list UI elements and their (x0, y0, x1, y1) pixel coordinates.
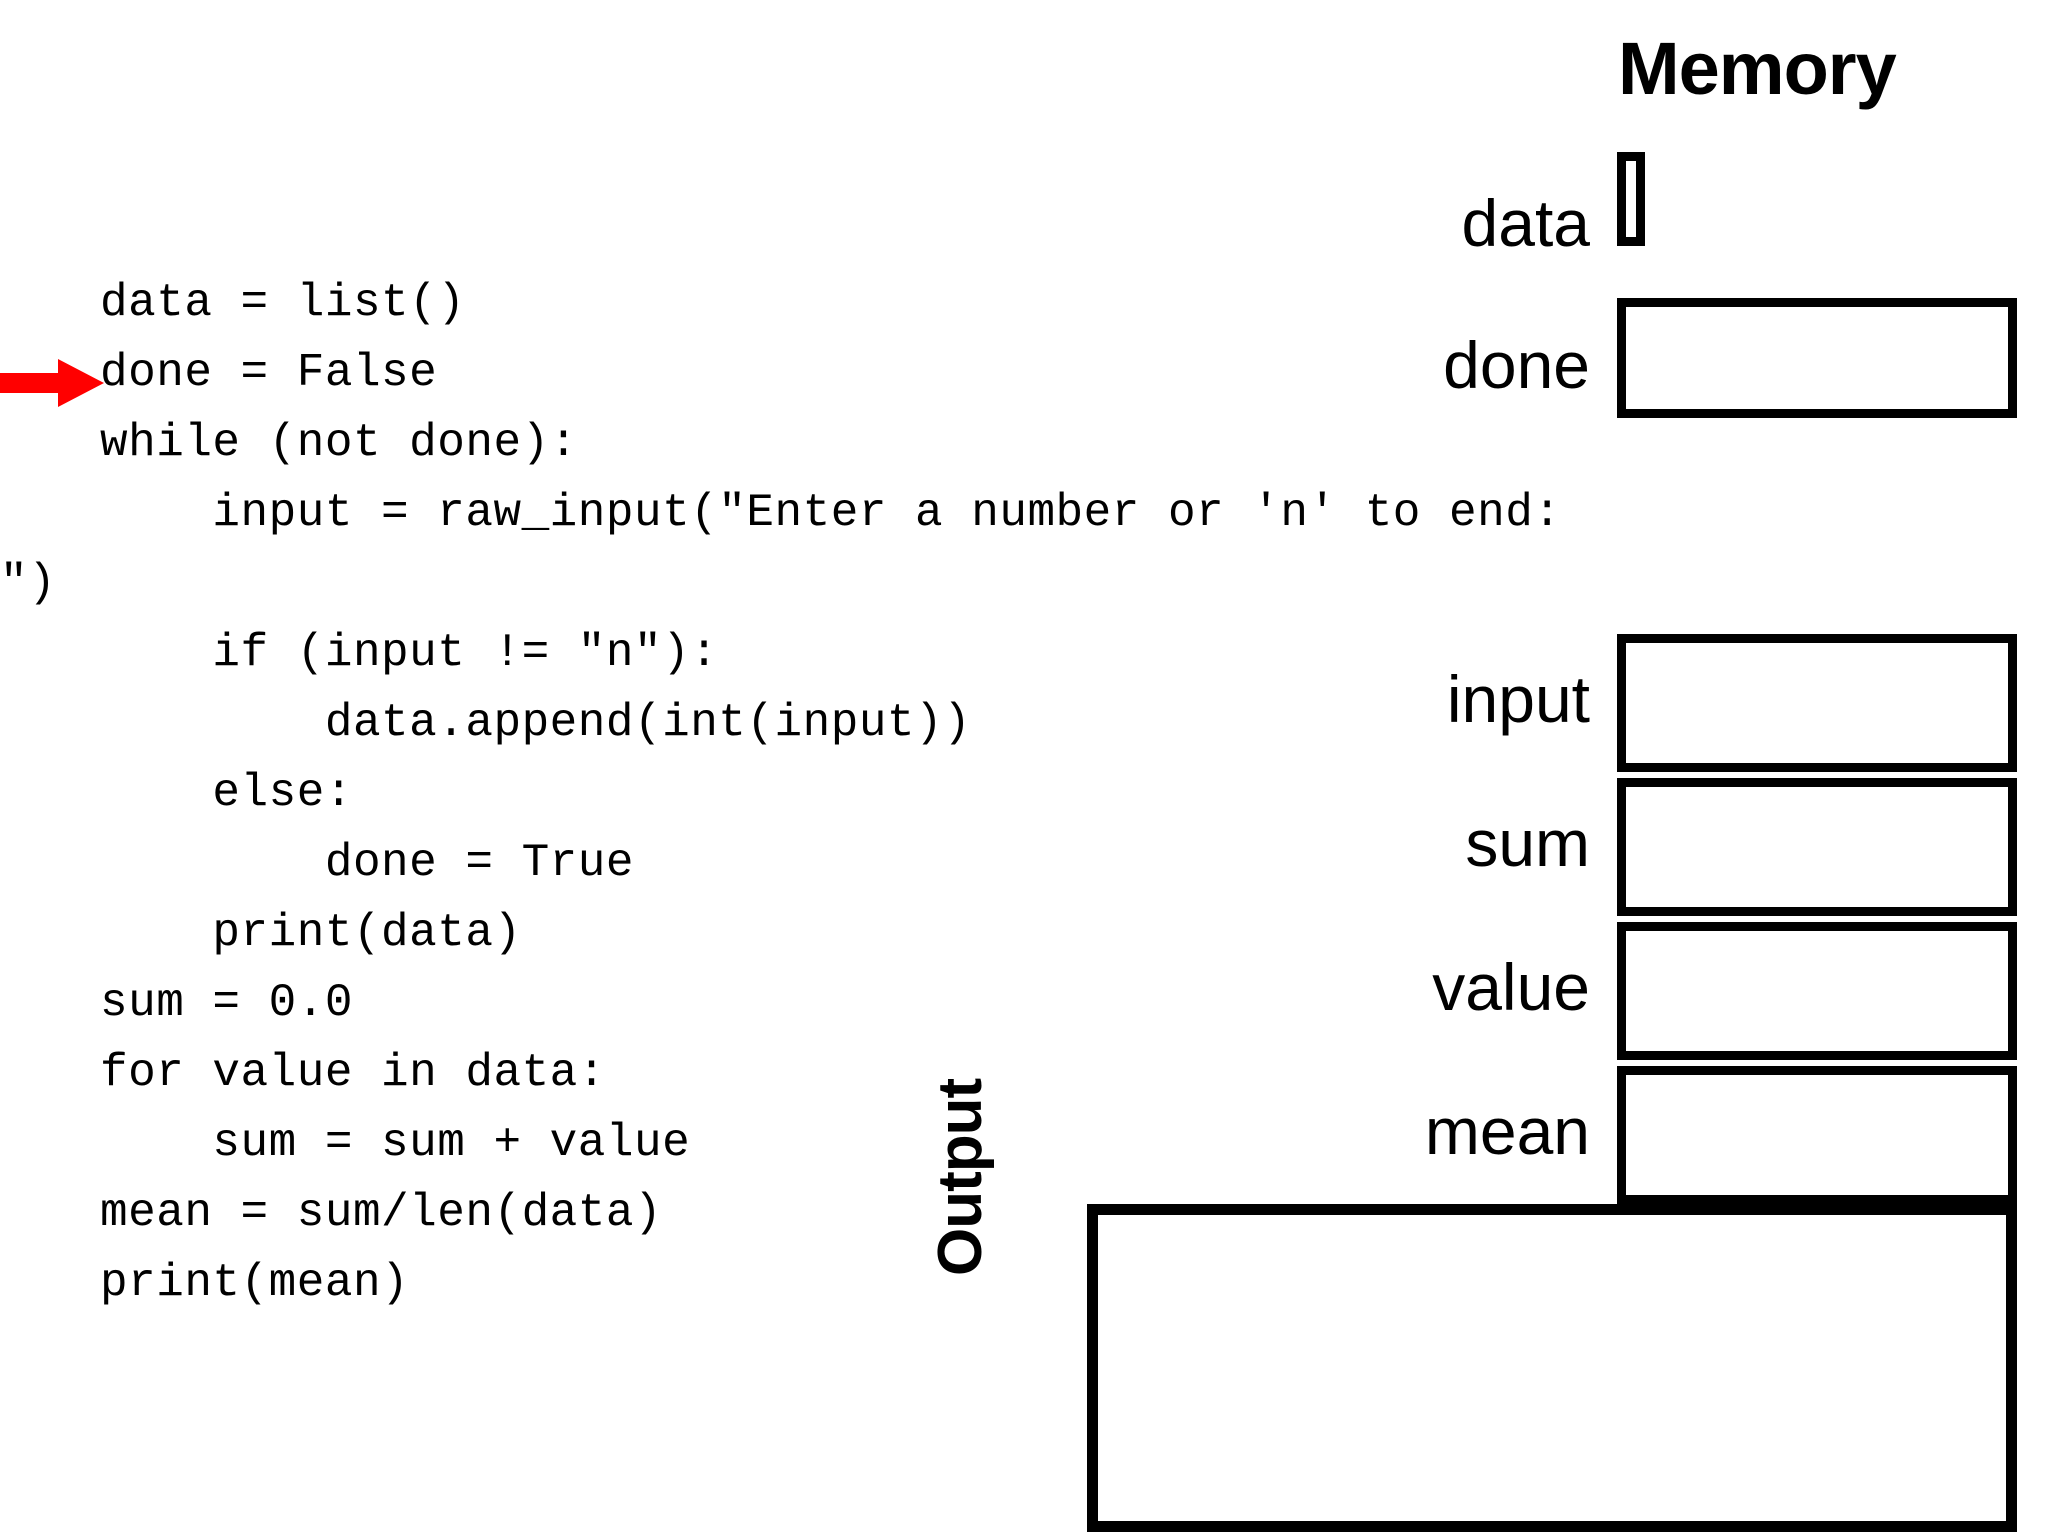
memory-var-label-data: data (1461, 186, 1590, 260)
memory-var-label-value: value (1432, 950, 1590, 1024)
code-line: else: (100, 767, 353, 819)
memory-var-box-done[interactable] (1617, 298, 2017, 418)
memory-var-label-done: done (1443, 328, 1590, 402)
code-listing: data = list() done = False while (not do… (0, 268, 1562, 1318)
code-line: data = list() (100, 277, 466, 329)
code-line: sum = sum + value (100, 1117, 691, 1169)
memory-var-box-data[interactable] (1617, 152, 1645, 246)
code-line: sum = 0.0 (100, 977, 353, 1029)
code-line: mean = sum/len(data) (100, 1187, 663, 1239)
code-line: while (not done): (100, 417, 578, 469)
code-line: if (input != "n"): (100, 627, 719, 679)
code-line: print(mean) (100, 1257, 410, 1309)
memory-var-label-sum: sum (1465, 806, 1590, 880)
code-line: done = True (100, 837, 634, 889)
code-line-wrap: ") (0, 557, 57, 609)
code-line-current: done = False (100, 347, 438, 399)
memory-var-label-input: input (1446, 662, 1590, 736)
code-line: data.append(int(input)) (100, 697, 972, 749)
output-panel-label: Output (926, 1078, 995, 1276)
memory-var-label-mean: mean (1424, 1094, 1590, 1168)
code-line: for value in data: (100, 1047, 606, 1099)
code-line: input = raw_input("Enter a number or 'n'… (100, 487, 1562, 539)
output-panel-box[interactable] (1087, 1204, 2017, 1532)
memory-var-box-value[interactable] (1617, 922, 2017, 1060)
execution-pointer-arrow-icon (0, 359, 104, 407)
memory-var-box-sum[interactable] (1617, 778, 2017, 916)
memory-panel-title: Memory (1618, 27, 1897, 110)
memory-var-box-input[interactable] (1617, 634, 2017, 772)
memory-var-box-mean[interactable] (1617, 1066, 2017, 1204)
code-line: print(data) (100, 907, 522, 959)
